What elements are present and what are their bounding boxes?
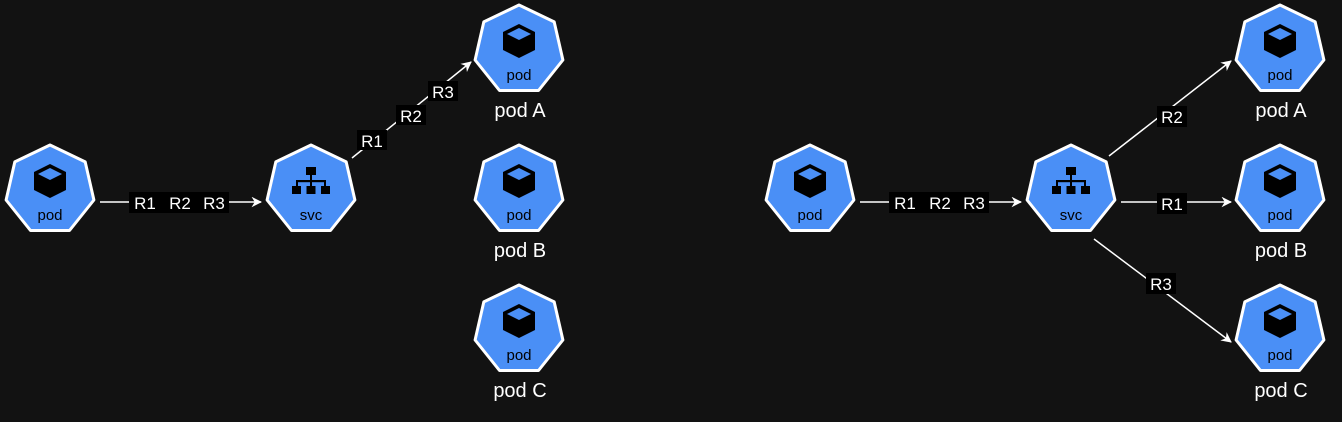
cube-icon xyxy=(503,24,535,58)
left-edge-in-label-1: R1 xyxy=(134,194,156,213)
right-diagram: R1 R2 R3 R2 R1 R3 pod xyxy=(764,3,1326,402)
right-edge-in-label-2: R2 xyxy=(929,194,951,213)
left-pod-a-node: pod xyxy=(473,3,565,92)
right-svc-label: svc xyxy=(1060,207,1083,224)
right-pod-a-node: pod xyxy=(1234,3,1326,92)
left-source-pod-label: pod xyxy=(37,207,62,224)
network-icon xyxy=(1052,167,1090,194)
left-edge-in-label-3: R3 xyxy=(203,194,225,213)
left-edge-out-label-3: R3 xyxy=(432,83,454,102)
cube-icon xyxy=(34,164,66,198)
cube-icon xyxy=(1264,24,1296,58)
right-edge-in-label-3: R3 xyxy=(963,194,985,213)
left-edge-in-label-2: R2 xyxy=(169,194,191,213)
cube-icon xyxy=(794,164,826,198)
right-pod-a-inner-label: pod xyxy=(1267,67,1292,84)
left-pod-b-name: pod B xyxy=(494,240,546,262)
left-source-pod-node: pod xyxy=(4,143,96,232)
right-pod-b-name: pod B xyxy=(1255,240,1307,262)
left-edge-out-label-2: R2 xyxy=(400,107,422,126)
left-pod-c-node: pod xyxy=(473,283,565,372)
right-pod-b-node: pod xyxy=(1234,143,1326,232)
right-edge-a-label: R2 xyxy=(1161,108,1183,127)
left-pod-c-name: pod C xyxy=(493,380,546,402)
left-pod-a-inner-label: pod xyxy=(506,67,531,84)
cube-icon xyxy=(503,304,535,338)
right-pod-a-name: pod A xyxy=(1255,100,1307,122)
network-icon xyxy=(292,167,330,194)
left-edge-in-labels: R1 R2 R3 xyxy=(129,192,229,213)
right-edge-c-label: R3 xyxy=(1150,275,1172,294)
cube-icon xyxy=(503,164,535,198)
cube-icon xyxy=(1264,164,1296,198)
left-pod-a-name: pod A xyxy=(494,100,546,122)
left-pod-b-node: pod xyxy=(473,143,565,232)
left-svc-node: svc xyxy=(265,143,357,232)
right-pod-c-node: pod xyxy=(1234,283,1326,372)
right-pod-c-name: pod C xyxy=(1254,380,1307,402)
left-edge-out-labels: R1 R2 R3 xyxy=(357,81,458,151)
left-pod-b-inner-label: pod xyxy=(506,207,531,224)
right-edge-in-label-1: R1 xyxy=(894,194,916,213)
cube-icon xyxy=(1264,304,1296,338)
left-edge-out-label-1: R1 xyxy=(361,132,383,151)
right-edge-in-labels: R1 R2 R3 xyxy=(889,192,989,213)
right-source-pod-node: pod xyxy=(764,143,856,232)
right-pod-b-inner-label: pod xyxy=(1267,207,1292,224)
left-pod-c-inner-label: pod xyxy=(506,347,531,364)
right-source-pod-label: pod xyxy=(797,207,822,224)
right-edge-b-label: R1 xyxy=(1161,195,1183,214)
left-svc-label: svc xyxy=(300,207,323,224)
left-diagram: R1 R2 R3 R1 R2 R3 pod xyxy=(4,3,565,402)
right-svc-node: svc xyxy=(1025,143,1117,232)
right-pod-c-inner-label: pod xyxy=(1267,347,1292,364)
